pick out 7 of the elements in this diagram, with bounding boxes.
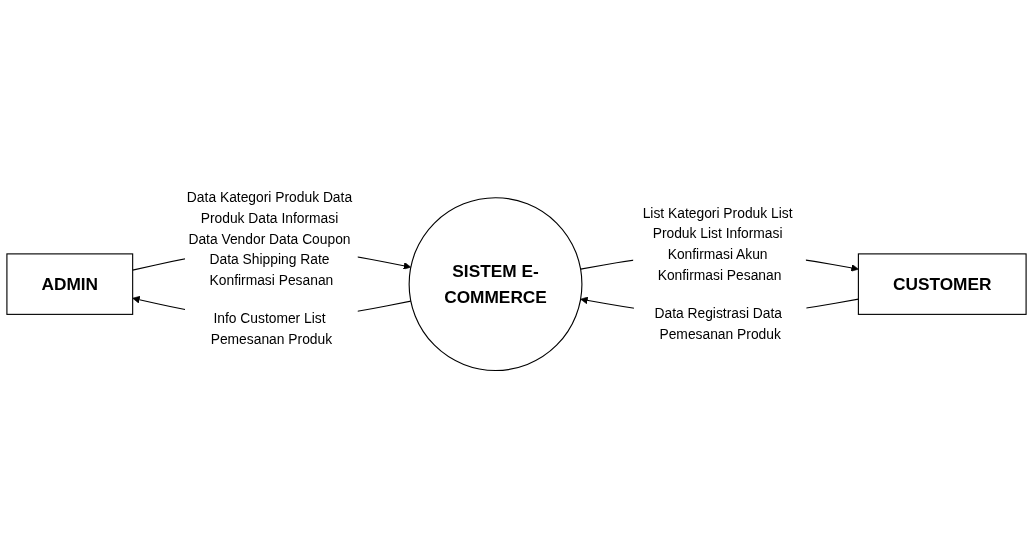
node-circle: SISTEM E-COMMERCE	[408, 197, 583, 372]
edge-label: Info Customer List Pemesanan Produk	[210, 310, 333, 347]
node-box: ADMIN	[6, 253, 134, 315]
edge-label: List Kategori Produk List Produk List Informasi Konfirmasi Akun Konfirmasi Pesanan	[642, 205, 793, 283]
edge-label: Data Kategori Produk Data Produk Data Informasi Data Vendor Data Coupon Data Shipping Rate Konfirmasi Pesanan	[186, 190, 353, 288]
node-box: CUSTOMER	[857, 253, 1027, 315]
edge-label: Data Registrasi Data Pemesanan Produk	[654, 305, 783, 342]
